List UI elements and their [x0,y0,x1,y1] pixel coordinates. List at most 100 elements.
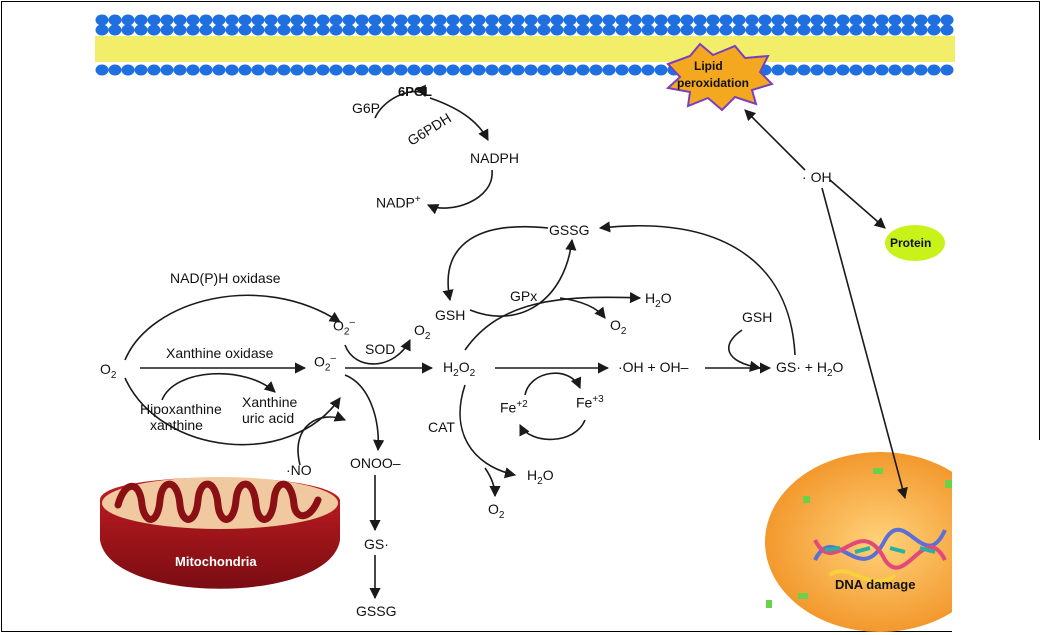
membrane-head [433,64,447,76]
membrane-head [121,14,135,26]
membrane-head [173,24,187,36]
membrane-head [927,64,941,76]
membrane-head [186,64,200,76]
arrow-oh-to-dna [821,187,908,500]
arrows [124,84,908,600]
label-protein: Protein [890,236,932,250]
label-nadp: NADP+ [376,194,421,211]
membrane-head [511,64,525,76]
arrow-fe2-to-fe3 [524,372,582,396]
membrane-head [706,24,720,36]
arrow-to-nadph [429,97,489,141]
membrane-head [199,24,213,36]
membrane-head [394,64,408,76]
membrane-head [485,64,499,76]
membrane-head [745,14,759,26]
membrane-head [615,24,629,36]
arrow-lower-to-superoxide [124,377,341,446]
label-o2-left: O2 [100,361,117,381]
membrane-head [498,64,512,76]
membrane-head [511,24,525,36]
label-onoo: ONOO– [350,455,401,471]
membrane-head [446,14,460,26]
membrane-head [251,24,265,36]
membrane-head [576,64,590,76]
membrane-head [524,64,538,76]
nucleus [765,440,1043,635]
membrane-head [641,14,655,26]
membrane-head [238,64,252,76]
membrane-head [446,24,460,36]
membrane-head [407,14,421,26]
membrane-head [407,24,421,36]
membrane-head [524,24,538,36]
label-cat: CAT [428,419,455,435]
membrane-head [823,24,837,36]
label-g6p: G6P [352,100,381,116]
membrane-head [407,64,421,76]
membrane-head [901,24,915,36]
membrane-head [472,64,486,76]
membrane-head [173,64,187,76]
membrane-head [849,24,863,36]
membrane-head [147,14,161,26]
membrane-head [264,14,278,26]
membrane-head [212,14,226,26]
label-oh-radical: · OH [802,169,832,185]
membrane-head [95,64,109,76]
label-hipoxanthine: Hipoxanthine [140,401,222,417]
membrane-head [836,64,850,76]
membrane-head [537,24,551,36]
membrane-head [589,64,603,76]
membrane-head [316,24,330,36]
membrane-head [758,24,772,36]
label-o2-cat: O2 [488,501,505,521]
membrane-head [277,14,291,26]
membrane-head [316,64,330,76]
membrane-head [940,24,954,36]
membrane-head [342,24,356,36]
membrane-head [875,14,889,26]
label-superoxide-top: O2– [333,317,356,338]
membrane-head [641,24,655,36]
arrow-gsh-to-gs [728,329,762,372]
arrow-gssg-to-gsh [442,226,549,302]
membrane-head [628,64,642,76]
membrane-head [420,64,434,76]
arrow-nadph-oxidase [124,294,341,361]
arrow-gpx-to-o2 [559,297,606,319]
membrane-head [472,24,486,36]
membrane-head [121,64,135,76]
membrane-head [914,64,928,76]
membrane-head [199,14,213,26]
arrow-oh-to-protein [829,179,886,229]
membrane-head [628,14,642,26]
membrane-head [394,24,408,36]
membrane-head [225,64,239,76]
arrow-gpx-to-h2o [464,292,642,351]
membrane-head [199,64,213,76]
lipid-label-line2: peroxidation [677,76,750,90]
arrow-sod [344,338,411,365]
label-xanthine-right: Xanthine [242,394,298,410]
membrane-head [914,14,928,26]
membrane-head [927,24,941,36]
membrane-head [524,14,538,26]
label-superoxide: O2– [314,353,337,374]
membrane-head [628,24,642,36]
membrane-head [641,64,655,76]
membrane-head [303,24,317,36]
membrane-head [134,64,148,76]
membrane-head [654,64,668,76]
membrane-head [940,64,954,76]
membrane-head [797,64,811,76]
membrane-head [667,14,681,26]
label-6pgl: 6PGL [398,84,432,99]
membrane-head [303,64,317,76]
membrane-head [784,14,798,26]
membrane-head [277,64,291,76]
arrow-cat-to-o2 [484,467,501,498]
membrane-head [654,14,668,26]
arrow-gs-to-gssg [598,221,796,356]
